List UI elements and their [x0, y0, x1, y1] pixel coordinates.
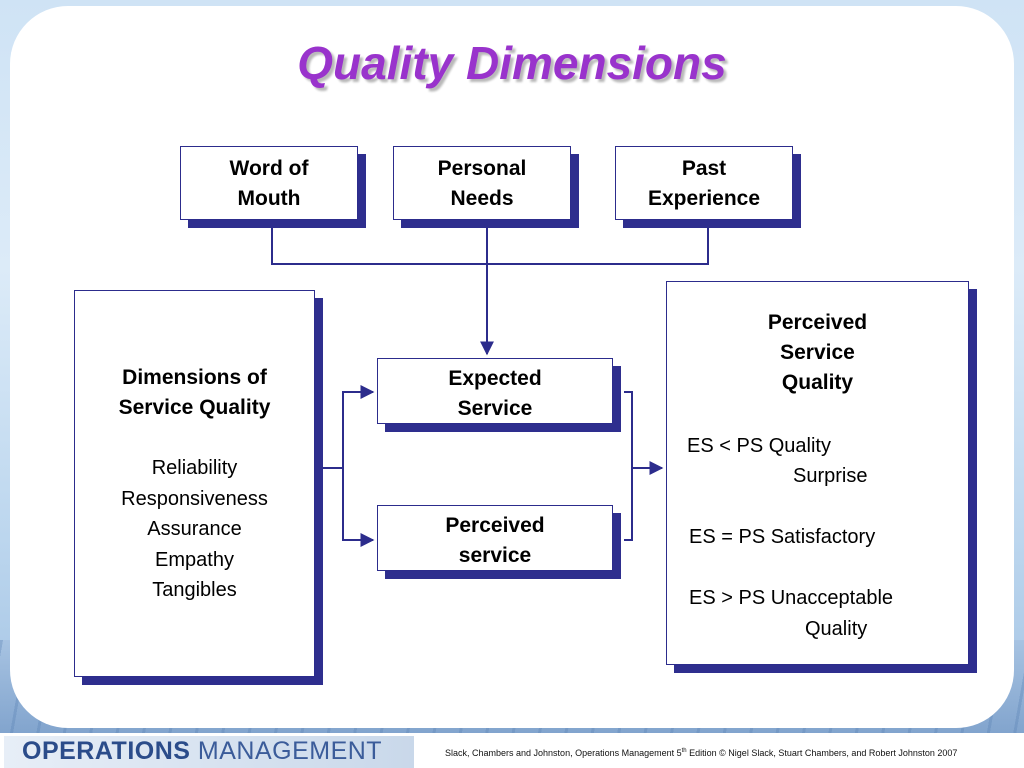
box-label: Mouth [237, 187, 301, 210]
box-label: Perceived [445, 514, 545, 537]
credit-superscript: th [681, 748, 687, 754]
dimensions-heading: Service Quality [118, 396, 271, 419]
box-label: Personal [437, 157, 527, 180]
dimension-item: Tangibles [152, 579, 237, 601]
psq-heading: Quality [781, 371, 854, 394]
top-bracket-line [271, 228, 709, 265]
copyright-credit: Slack, Chambers and Johnston, Operations… [445, 748, 957, 758]
box-label: Expected [448, 367, 542, 390]
psq-row-quality-2: Quality [805, 618, 868, 640]
logo-light-text: MANAGEMENT [197, 737, 383, 765]
word-of-mouth-box: Word of Mouth [180, 146, 358, 220]
slide-title: Quality Dimensions [297, 37, 727, 89]
dimensions-of-service-quality-box: Dimensions of Service Quality Reliabilit… [74, 290, 315, 677]
box-label: Needs [450, 187, 514, 210]
box-label: Service [457, 397, 533, 420]
psq-heading: Perceived [767, 311, 868, 334]
dimensions-heading: Dimensions of [122, 366, 267, 389]
perceived-service-quality-box: Perceived Service Quality ES < PS Qualit… [666, 281, 969, 665]
psq-row-quality: ES < PS Quality [687, 435, 831, 457]
box-label: Word of [229, 157, 309, 180]
credit-text-end: Edition © Nigel Slack, Stuart Chambers, … [686, 748, 958, 758]
dimension-item: Empathy [155, 548, 234, 571]
credit-text: Slack, Chambers and Johnston, Operations… [445, 748, 682, 758]
arrow-to-expected-service [342, 385, 375, 468]
expected-service-box: Expected Service [377, 358, 613, 424]
perceived-service-box: Perceived service [377, 505, 613, 571]
dimension-item: Reliability [151, 457, 238, 479]
box-label: Experience [647, 187, 761, 210]
box-label: Past [681, 157, 727, 180]
past-experience-box: Past Experience [615, 146, 793, 220]
logo-background [4, 736, 414, 768]
psq-heading: Service [780, 341, 855, 364]
arrow-to-perceived-service [342, 468, 375, 547]
personal-needs-box: Personal Needs [393, 146, 571, 220]
psq-row-unacceptable: ES > PS Unacceptable [689, 587, 894, 609]
box-label: service [458, 544, 532, 567]
logo-bold-text: OPERATIONS [22, 737, 191, 765]
dimension-item: Assurance [147, 518, 242, 540]
dimension-item: Responsiveness [121, 487, 268, 510]
psq-row-satisfactory: ES = PS Satisfactory [689, 526, 876, 548]
operations-management-logo: OPERATIONS MANAGEMENT [22, 737, 382, 766]
psq-row-surprise: Surprise [793, 465, 868, 487]
